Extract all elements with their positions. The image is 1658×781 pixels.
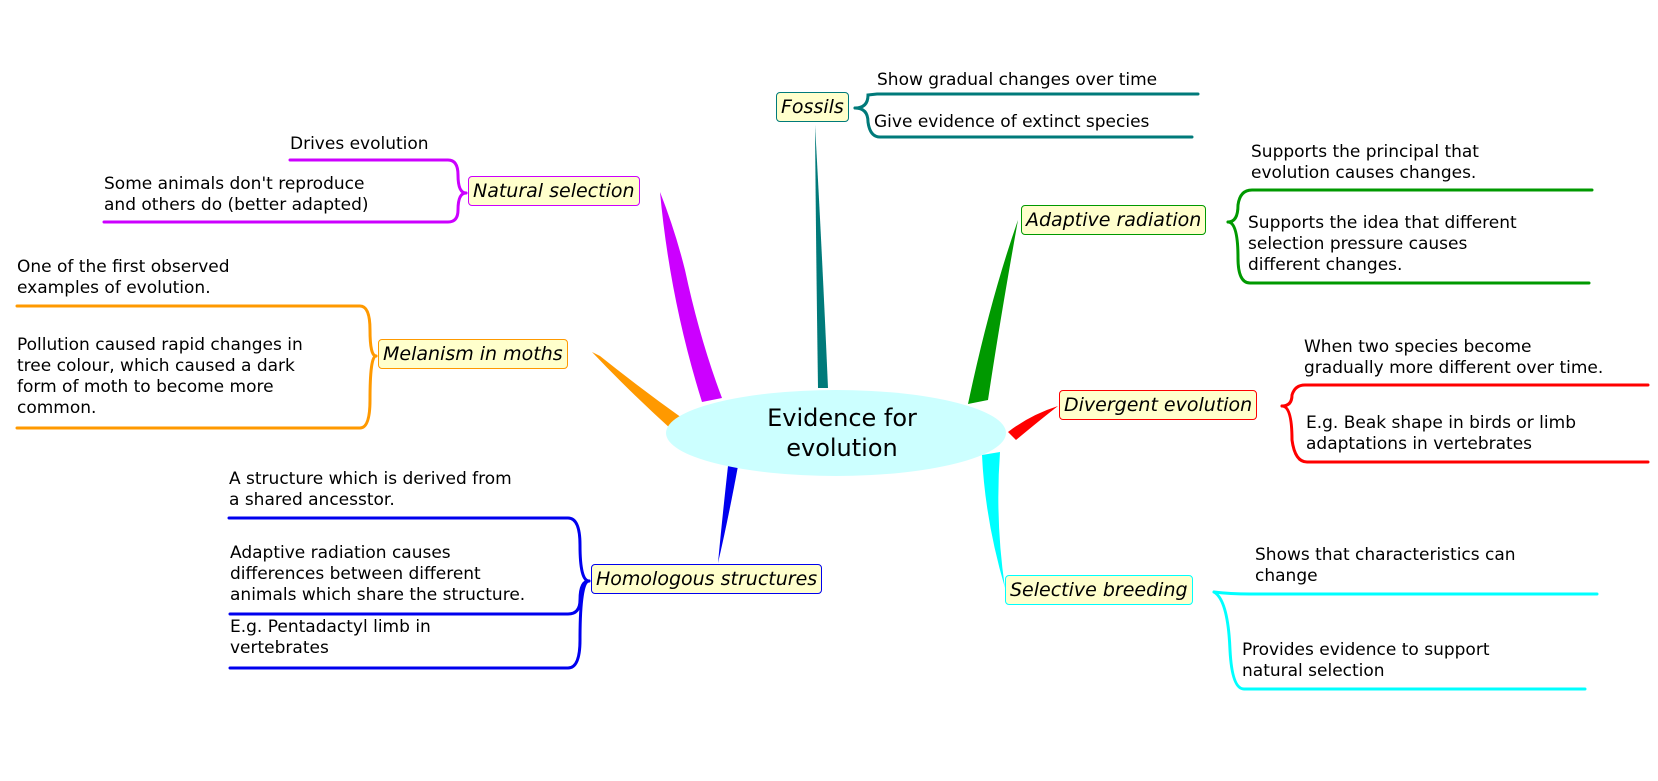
topic-divergent-evolution[interactable]: Divergent evolution xyxy=(1059,390,1258,420)
leaf-line: change xyxy=(1255,566,1318,586)
central-topic-line-2: evolution xyxy=(786,434,898,462)
topic-label: Melanism in moths xyxy=(383,343,563,365)
leaf-line: vertebrates xyxy=(230,638,329,658)
leaf-line: Provides evidence to support xyxy=(1242,640,1490,660)
trunk-melanism xyxy=(592,352,682,430)
topic-homologous-structures[interactable]: Homologous structures xyxy=(591,564,823,594)
topic-label: Homologous structures xyxy=(596,568,818,590)
leaf-line: A structure which is derived from xyxy=(229,469,512,489)
trunk-selective-breeding xyxy=(982,452,1005,588)
topic-label: Adaptive radiation xyxy=(1026,209,1202,231)
leaf-line: When two species become xyxy=(1304,337,1532,357)
topic-selective-breeding[interactable]: Selective breeding xyxy=(1005,575,1193,605)
connector-adaptive-radiation-9 xyxy=(1226,188,1594,224)
trunk-divergent xyxy=(1008,406,1058,440)
leaf-natural-selection-1[interactable]: Drives evolution xyxy=(290,134,429,155)
leaf-line: Supports the idea that different xyxy=(1248,213,1517,233)
connector-fossils-1 xyxy=(853,106,1194,139)
topic-label: Fossils xyxy=(781,96,844,118)
leaf-line: adaptations in vertebrates xyxy=(1306,434,1533,454)
leaf-line: Shows that characteristics can xyxy=(1255,545,1516,565)
leaf-line: Adaptive radiation causes xyxy=(230,543,451,563)
trunk-natural-selection xyxy=(660,192,722,402)
leaf-line: Drives evolution xyxy=(290,134,429,154)
leaf-line: examples of evolution. xyxy=(17,278,211,298)
topic-adaptive-radiation[interactable]: Adaptive radiation xyxy=(1021,205,1207,235)
leaf-line: Give evidence of extinct species xyxy=(874,112,1150,132)
leaf-line: tree colour, which caused a dark xyxy=(17,356,295,376)
leaf-line: E.g. Beak shape in birds or limb xyxy=(1306,413,1576,433)
topic-label: Natural selection xyxy=(473,180,635,202)
connector-homologous-6 xyxy=(227,516,591,583)
leaf-line: a shared ancesstor. xyxy=(229,490,395,510)
leaf-line: form of moth to become more xyxy=(17,377,274,397)
connector-natural-selection-2 xyxy=(288,158,468,195)
leaf-line: and others do (better adapted) xyxy=(104,195,369,215)
topic-label: Selective breeding xyxy=(1010,579,1188,601)
topic-natural-selection[interactable]: Natural selection xyxy=(468,176,640,206)
leaf-line: evolution causes changes. xyxy=(1251,163,1477,183)
leaf-line: gradually more different over time. xyxy=(1304,358,1604,378)
leaf-fossils-2[interactable]: Give evidence of extinct species xyxy=(874,112,1149,133)
connector-selective-breeding-14 xyxy=(1212,590,1587,691)
connector-natural-selection-3 xyxy=(102,191,468,224)
central-topic[interactable]: Evidence for evolution xyxy=(672,390,1012,476)
leaf-line: animals which share the structure. xyxy=(230,585,526,605)
trunk-homologous xyxy=(718,466,738,563)
trunk-fossils xyxy=(815,125,828,388)
connector-fossils-0 xyxy=(853,92,1200,110)
leaf-line: Show gradual changes over time xyxy=(877,70,1158,90)
connector-homologous-8 xyxy=(228,579,591,670)
connector-melanism-4 xyxy=(15,304,378,358)
connector-adaptive-radiation-10 xyxy=(1226,220,1591,285)
trunk-adaptive-radiation xyxy=(968,220,1018,404)
leaf-line: common. xyxy=(17,398,97,418)
central-topic-line-1: Evidence for xyxy=(767,404,917,432)
leaf-line: differences between different xyxy=(230,564,481,584)
topic-label: Divergent evolution xyxy=(1064,394,1253,416)
connector-divergent-11 xyxy=(1280,383,1650,408)
leaf-line: Supports the principal that xyxy=(1251,142,1479,162)
leaf-line: Pollution caused rapid changes in xyxy=(17,335,303,355)
connector-melanism-5 xyxy=(15,354,378,430)
leaf-line: Some animals don't reproduce xyxy=(104,174,365,194)
topic-fossils[interactable]: Fossils xyxy=(776,92,849,122)
leaf-line: E.g. Pentadactyl limb in xyxy=(230,617,431,637)
topic-melanism-in-moths[interactable]: Melanism in moths xyxy=(378,339,568,369)
connector-divergent-12 xyxy=(1280,404,1650,464)
leaf-line: different changes. xyxy=(1248,255,1403,275)
connector-selective-breeding-13 xyxy=(1212,590,1599,596)
leaf-line: selection pressure causes xyxy=(1248,234,1468,254)
connector-homologous-7 xyxy=(228,579,591,616)
central-topic-ellipse xyxy=(666,390,1006,476)
leaf-line: natural selection xyxy=(1242,661,1385,681)
leaf-line: One of the first observed xyxy=(17,257,230,277)
leaf-fossils-1[interactable]: Show gradual changes over time xyxy=(877,70,1157,91)
